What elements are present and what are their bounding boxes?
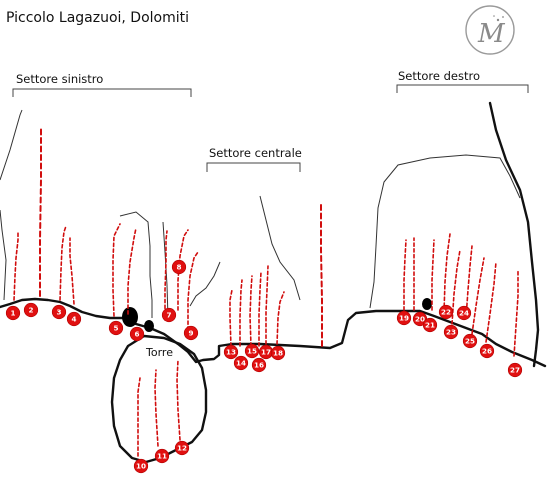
route-badge-22[interactable]: 22 — [438, 304, 454, 320]
route-badge-1[interactable]: 1 — [5, 305, 21, 321]
route-number: 5 — [113, 324, 118, 333]
route-line-17 — [265, 265, 269, 345]
route-badge-25[interactable]: 25 — [462, 333, 478, 349]
route-number: 26 — [482, 347, 492, 356]
route-badge-23[interactable]: 23 — [443, 324, 459, 340]
anchor-dot — [122, 307, 138, 327]
route-line-19 — [403, 239, 407, 311]
route-line-7 — [164, 230, 168, 321]
route-line-24 — [465, 245, 473, 319]
route-number: 20 — [415, 315, 425, 324]
route-line-9 — [187, 251, 199, 331]
route-line-27 — [513, 269, 519, 357]
route-line-3 — [59, 225, 67, 301]
route-number: 19 — [399, 314, 409, 323]
anchor-points — [122, 298, 432, 332]
route-badge-11[interactable]: 11 — [154, 448, 170, 464]
route-number: 4 — [71, 315, 76, 324]
route-badge-3[interactable]: 3 — [51, 304, 67, 320]
route-line-8 — [177, 229, 189, 311]
route-badge-24[interactable]: 24 — [456, 305, 472, 321]
route-number: 7 — [166, 311, 171, 320]
route-line-5 — [112, 223, 121, 317]
rock-outline — [0, 101, 547, 464]
sector-bracket-right — [396, 84, 529, 93]
sector-label-center: Settore centrale — [209, 146, 302, 160]
route-badge-21[interactable]: 21 — [422, 317, 438, 333]
route-badge-8[interactable]: 8 — [171, 259, 187, 275]
route-number: 6 — [134, 330, 139, 339]
route-badge-9[interactable]: 9 — [183, 325, 199, 341]
route-number: 1 — [10, 309, 15, 318]
route-line-11 — [154, 369, 159, 447]
route-badge-27[interactable]: 27 — [507, 362, 523, 378]
route-badge-10[interactable]: 10 — [133, 458, 149, 474]
route-number: 24 — [459, 309, 469, 318]
route-number: 11 — [157, 452, 167, 461]
logo-letter: M — [477, 19, 506, 49]
route-line-4 — [69, 237, 75, 305]
route-line-18 — [276, 291, 285, 345]
route-number: 23 — [446, 328, 456, 337]
sector-label-right: Settore destro — [398, 69, 480, 83]
route-badge-26[interactable]: 26 — [479, 343, 495, 359]
route-line-22 — [443, 233, 451, 313]
route-number: 2 — [28, 306, 33, 315]
route-number: 25 — [465, 337, 475, 346]
route-number: 27 — [510, 366, 520, 375]
route-badge-19[interactable]: 19 — [396, 310, 412, 326]
route-line-16 — [258, 271, 262, 347]
anchor-dot — [144, 320, 154, 332]
route-number: 15 — [247, 347, 257, 356]
route-number: 17 — [261, 348, 271, 357]
route-line-21 — [431, 239, 435, 311]
tower-label: Torre — [145, 346, 173, 359]
m-monogram-logo: M — [465, 5, 515, 55]
route-number: 12 — [177, 444, 187, 453]
route-badge-15[interactable]: 15 — [244, 343, 260, 359]
route-badge-5[interactable]: 5 — [108, 320, 124, 336]
route-badge-6[interactable]: 6 — [129, 326, 145, 342]
route-line-14 — [239, 279, 243, 347]
route-lines — [13, 127, 519, 457]
route-line-center-long — [320, 204, 323, 347]
route-line-25 — [471, 257, 485, 335]
route-line-15 — [249, 275, 253, 347]
route-number: 22 — [441, 308, 451, 317]
anchor-dot — [422, 298, 432, 310]
route-number: 16 — [254, 361, 264, 370]
route-badge-13[interactable]: 13 — [223, 344, 239, 360]
route-number: 10 — [136, 462, 146, 471]
route-line-2 — [39, 127, 42, 297]
route-line-5b — [127, 227, 137, 315]
sector-bracket-center — [206, 162, 301, 172]
route-number: 13 — [226, 348, 236, 357]
route-badge-17[interactable]: 17 — [258, 344, 274, 360]
route-number: 21 — [425, 321, 435, 330]
route-badge-4[interactable]: 4 — [66, 311, 82, 327]
route-number: 18 — [273, 349, 283, 358]
sector-label-left: Settore sinistro — [16, 72, 103, 86]
route-badge-2[interactable]: 2 — [23, 302, 39, 318]
route-line-12 — [176, 359, 181, 441]
sector-bracket-left — [12, 88, 192, 97]
route-line-23 — [451, 249, 461, 325]
route-number: 8 — [176, 263, 181, 272]
route-line-26 — [485, 261, 497, 343]
page-title: Piccolo Lagazuoi, Dolomiti — [6, 10, 189, 26]
route-line-13 — [229, 289, 233, 347]
route-number: 3 — [56, 308, 61, 317]
route-badge-16[interactable]: 16 — [251, 357, 267, 373]
route-badge-12[interactable]: 12 — [174, 440, 190, 456]
route-line-1 — [13, 230, 19, 301]
route-badge-7[interactable]: 7 — [161, 307, 177, 323]
route-number: 9 — [188, 329, 193, 338]
route-number: 14 — [236, 359, 246, 368]
route-line-10 — [137, 377, 141, 457]
route-badge-14[interactable]: 14 — [233, 355, 249, 371]
route-badge-18[interactable]: 18 — [270, 345, 286, 361]
route-badges: 1 2 3 4 5 6 7 8 9 10 11 12 13 14 15 16 1… — [5, 259, 523, 474]
